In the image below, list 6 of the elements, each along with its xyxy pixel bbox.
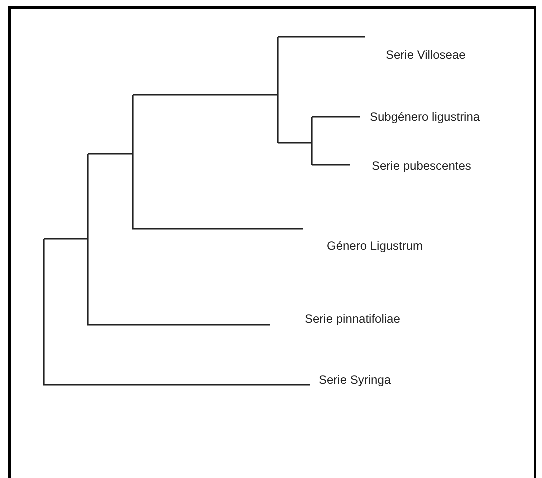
taxon-label: Serie Villoseae (386, 47, 466, 63)
taxon-label: Subgénero ligustrina (370, 109, 480, 125)
taxon-label: Serie pubescentes (372, 158, 472, 174)
taxon-label: Género Ligustrum (327, 238, 424, 254)
taxon-label: Serie Syringa (319, 372, 392, 388)
taxon-label: Serie pinnatifoliae (305, 311, 400, 327)
